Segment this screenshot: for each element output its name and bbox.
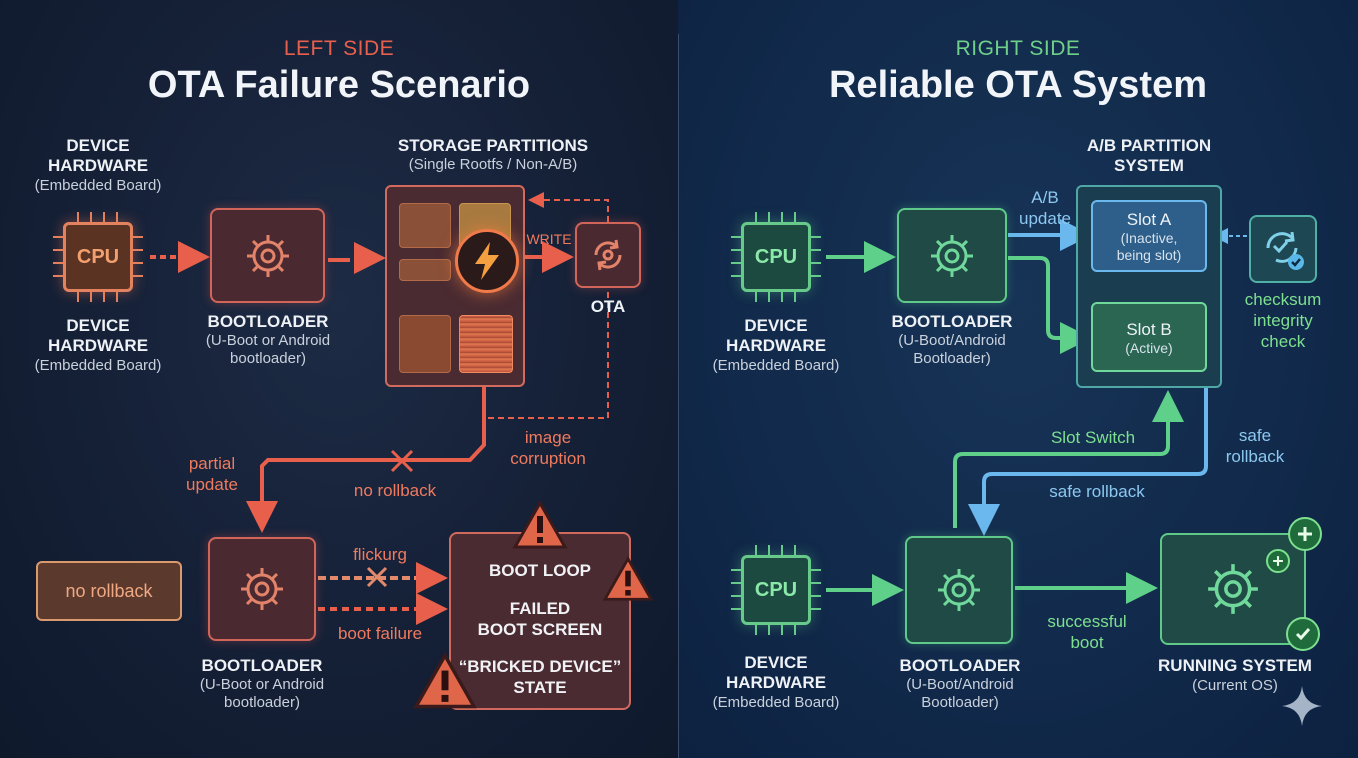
safe-rollback-side-1: safe (1238, 426, 1272, 445)
slot-b-desc-1: (Active) (1125, 340, 1173, 356)
checksum-box (1249, 215, 1317, 283)
checksum-label-1: checksum (1244, 290, 1322, 309)
checksum-label-2: integrity (1253, 311, 1313, 330)
bootloader-bottom-title: BOOTLOADER (201, 656, 323, 675)
ota-box (575, 222, 641, 288)
flicker-label: flickurg (353, 545, 407, 564)
warning-icon (602, 556, 654, 601)
cpu-chip-icon: CPU (741, 222, 811, 292)
storage-sub: (Single Rootfs / Non-A/B) (408, 156, 578, 173)
left-side-label: LEFT SIDE (283, 37, 395, 60)
bootloader-top-box (210, 208, 325, 303)
gear-icon (246, 234, 289, 277)
storage-title: STORAGE PARTITIONS (397, 136, 589, 155)
slot-a-desc-1: (Inactive, (1120, 230, 1178, 246)
safe-rollback-mid: safe rollback (1049, 482, 1145, 501)
sparkle-icon (1282, 686, 1322, 726)
running-system-title: RUNNING SYSTEM (1158, 656, 1312, 675)
right-hw-top-sub: (Embedded Board) (712, 357, 840, 374)
gear-icon (931, 234, 973, 277)
lightning-bolt-icon (455, 229, 519, 293)
right-hw-bottom-title-1: DEVICE (744, 653, 808, 672)
right-bootloader-bottom-sub-1: (U-Boot/Android (906, 676, 1014, 693)
gear-icon (241, 568, 283, 610)
ab-system-title-1: A/B PARTITION (1086, 136, 1212, 155)
left-main-title: OTA Failure Scenario (147, 64, 531, 106)
successful-boot-1: successful (1047, 612, 1127, 631)
hw-top-title-2: HARDWARE (47, 156, 149, 175)
slot-b: Slot B (Active) (1091, 302, 1207, 372)
right-hw-bottom-title-2: HARDWARE (725, 673, 827, 692)
right-bootloader-bottom-box (905, 536, 1013, 644)
slot-a: Slot A (Inactive, being slot) (1091, 200, 1207, 272)
bootloader-bottom-box (208, 537, 316, 641)
hw-mid-title-1: DEVICE (66, 316, 130, 335)
plus-badge-icon (1266, 549, 1290, 573)
image-corruption-1: image (524, 428, 572, 447)
partial-update-2: update (186, 475, 238, 494)
boot-loop-box: BOOT LOOP FAILED BOOT SCREEN “BRICKED DE… (449, 532, 631, 710)
right-bootloader-bottom-title: BOOTLOADER (899, 656, 1021, 675)
plus-badge-icon (1288, 517, 1322, 551)
corrupted-partition-cell (459, 315, 513, 373)
cpu-chip-icon: CPU (741, 555, 811, 625)
bootloader-top-sub-1: (U-Boot or Android (205, 332, 331, 349)
boot-failure-label: boot failure (337, 624, 423, 643)
ab-update-1: A/B (1031, 188, 1059, 207)
warning-icon (413, 652, 477, 709)
right-bootloader-top-title: BOOTLOADER (891, 312, 1013, 331)
safe-rollback-side-2: rollback (1225, 447, 1285, 466)
slot-switch-label: Slot Switch (1050, 428, 1136, 447)
panel-divider (678, 34, 679, 758)
hw-top-sub: (Embedded Board) (34, 177, 162, 194)
right-bootloader-top-box (897, 208, 1007, 303)
hw-mid-title-2: HARDWARE (47, 336, 149, 355)
partition-cell (399, 259, 451, 281)
right-hw-top-title-1: DEVICE (744, 316, 808, 335)
boot-loop-line-1: BOOT LOOP (489, 561, 591, 580)
image-corruption-2: corruption (510, 449, 586, 468)
boot-loop-line-4: “BRICKED DEVICE” (458, 657, 622, 676)
no-rollback-mid-label: no rollback (353, 481, 437, 500)
right-hw-top-title-2: HARDWARE (725, 336, 827, 355)
bootloader-top-sub-2: bootloader) (230, 350, 306, 367)
check-badge-icon (1286, 617, 1320, 651)
boot-loop-line-5: STATE (513, 678, 567, 697)
cpu-chip-icon: CPU (63, 222, 133, 292)
sync-icon (594, 239, 622, 271)
ab-update-2: update (1019, 209, 1071, 228)
gear-icon (1208, 564, 1258, 614)
boot-loop-line-2: FAILED (509, 599, 571, 618)
bootloader-top-title: BOOTLOADER (207, 312, 329, 331)
ota-label: OTA (590, 297, 626, 316)
right-bootloader-top-sub-2: Bootloader) (913, 350, 991, 367)
hw-top-title-1: DEVICE (66, 136, 130, 155)
slot-b-name: Slot B (1126, 320, 1172, 339)
checksum-label-3: check (1260, 332, 1306, 351)
right-main-title: Reliable OTA System (828, 64, 1208, 106)
warning-icon (512, 500, 568, 549)
hw-mid-sub: (Embedded Board) (34, 357, 162, 374)
checksum-sync-icon (1266, 231, 1304, 270)
running-system-sub: (Current OS) (1192, 677, 1278, 694)
successful-boot-2: boot (1070, 633, 1104, 652)
write-label: WRITE (526, 231, 572, 247)
boot-loop-line-3: BOOT SCREEN (477, 620, 603, 639)
partial-update-1: partial (188, 454, 236, 473)
ab-system-title-2: SYSTEM (1114, 156, 1184, 175)
no-rollback-box: no rollback (36, 561, 182, 621)
bootloader-bottom-sub-1: (U-Boot or Android (199, 676, 325, 693)
partition-cell (399, 203, 451, 248)
slot-a-name: Slot A (1126, 210, 1172, 229)
right-hw-bottom-sub: (Embedded Board) (712, 694, 840, 711)
slot-a-desc-2: being slot) (1116, 246, 1182, 263)
partition-cell (399, 315, 451, 373)
right-bootloader-bottom-sub-2: Bootloader) (921, 694, 999, 711)
right-side-label: RIGHT SIDE (955, 37, 1081, 60)
bootloader-bottom-sub-2: bootloader) (224, 694, 300, 711)
gear-icon (938, 569, 980, 611)
right-bootloader-top-sub-1: (U-Boot/Android (898, 332, 1006, 349)
